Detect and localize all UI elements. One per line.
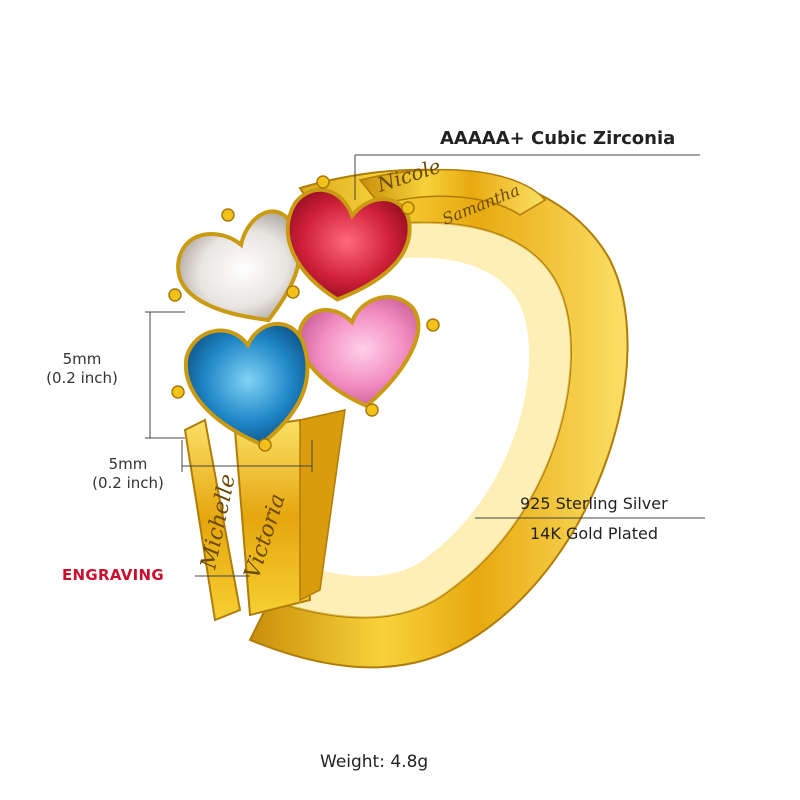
width-dimension: 5mm (0.2 inch)	[68, 455, 188, 493]
metal-label-2: 14K Gold Plated	[530, 524, 658, 543]
width-inch: (0.2 inch)	[92, 474, 164, 492]
dimension-lines	[145, 311, 313, 472]
width-value: 5mm	[108, 455, 148, 473]
stone-label: AAAAA+ Cubic Zirconia	[440, 128, 676, 149]
height-value: 5mm	[62, 350, 102, 368]
stone-ruby	[285, 187, 412, 302]
height-inch: (0.2 inch)	[46, 369, 118, 387]
engraving-label: ENGRAVING	[62, 566, 165, 584]
height-dimension: 5mm (0.2 inch)	[22, 350, 142, 388]
stone-blue	[183, 321, 310, 447]
metal-label-1: 925 Sterling Silver	[520, 494, 668, 513]
prongs	[168, 175, 440, 452]
weight-label: Weight: 4.8g	[320, 752, 429, 772]
ring-band	[183, 168, 629, 669]
callout-lines	[195, 154, 705, 577]
stone-pink	[297, 295, 421, 409]
